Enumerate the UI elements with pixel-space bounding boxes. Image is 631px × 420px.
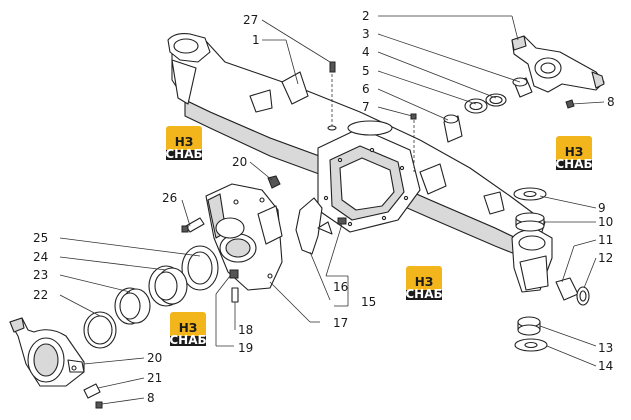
callout-3: 3 bbox=[362, 27, 370, 41]
callout-24: 24 bbox=[33, 250, 48, 264]
svg-text:НЗ: НЗ bbox=[179, 321, 198, 335]
callout-21: 21 bbox=[147, 371, 162, 385]
watermark-logo: НЗ СНАБ bbox=[555, 136, 593, 171]
watermark-logo: НЗ СНАБ bbox=[405, 266, 443, 301]
svg-text:СНАБ: СНАБ bbox=[169, 333, 206, 347]
callout-11: 11 bbox=[598, 233, 613, 247]
bolt-27 bbox=[327, 61, 337, 131]
callout-8-top: 8 bbox=[607, 95, 615, 109]
callout-25: 25 bbox=[33, 231, 48, 245]
callout-4: 4 bbox=[362, 45, 370, 59]
callout-20-top: 20 bbox=[232, 155, 247, 169]
leader-lines bbox=[59, 15, 605, 405]
callout-12: 12 bbox=[598, 251, 613, 265]
seal-rings bbox=[83, 245, 219, 349]
svg-text:СНАБ: СНАБ bbox=[165, 147, 202, 161]
callout-16: 16 bbox=[333, 280, 348, 294]
axle-housing bbox=[167, 33, 553, 293]
callout-17: 17 bbox=[333, 316, 348, 330]
clamp-20 bbox=[9, 317, 103, 409]
callout-8-bottom: 8 bbox=[147, 391, 155, 405]
svg-text:НЗ: НЗ bbox=[415, 275, 434, 289]
callout-7: 7 bbox=[362, 100, 370, 114]
callout-5: 5 bbox=[362, 64, 370, 78]
watermark-logo: НЗ СНАБ bbox=[169, 312, 207, 347]
callout-labels: 27 1 2 3 4 5 6 7 8 20 26 9 10 11 12 25 2… bbox=[33, 9, 615, 405]
right-bushings bbox=[513, 187, 590, 352]
callout-13: 13 bbox=[598, 341, 613, 355]
callout-6: 6 bbox=[362, 82, 370, 96]
watermark-logo: НЗ СНАБ bbox=[165, 126, 203, 161]
callout-19: 19 bbox=[238, 341, 253, 355]
callout-1: 1 bbox=[252, 33, 260, 47]
callout-27: 27 bbox=[243, 13, 258, 27]
svg-text:СНАБ: СНАБ bbox=[405, 287, 442, 301]
callout-15: 15 bbox=[361, 295, 376, 309]
svg-text:НЗ: НЗ bbox=[175, 135, 194, 149]
bracket-assembly bbox=[181, 175, 347, 303]
watermark-logos: НЗ СНАБ НЗ СНАБ НЗ СНАБ НЗ СНАБ bbox=[165, 126, 593, 347]
callout-14: 14 bbox=[598, 359, 613, 373]
callout-23: 23 bbox=[33, 268, 48, 282]
callout-26: 26 bbox=[162, 191, 177, 205]
svg-text:НЗ: НЗ bbox=[565, 145, 584, 159]
callout-10: 10 bbox=[598, 215, 613, 229]
svg-text:СНАБ: СНАБ bbox=[555, 157, 592, 171]
callout-18: 18 bbox=[238, 323, 253, 337]
pivot-arm-group bbox=[410, 35, 605, 172]
callout-9: 9 bbox=[598, 201, 606, 215]
callout-22: 22 bbox=[33, 288, 48, 302]
callout-2: 2 bbox=[362, 9, 370, 23]
callout-20-bottom: 20 bbox=[147, 351, 162, 365]
